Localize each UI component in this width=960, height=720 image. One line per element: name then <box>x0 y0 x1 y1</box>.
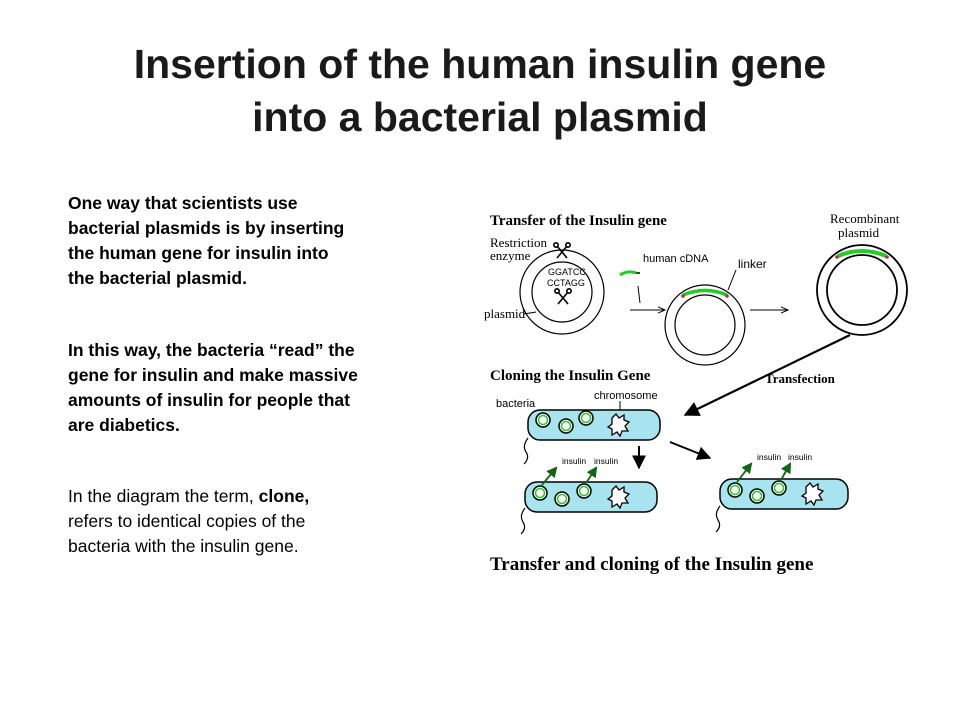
sequence-top: GGATCC <box>548 267 586 277</box>
bacterium-clone-right <box>715 462 849 533</box>
cdna-fragment <box>619 270 637 277</box>
paragraph-plasmid-use: One way that scientists use bacterial pl… <box>68 191 344 291</box>
section-title-transfer: Transfer of the Insulin gene <box>490 213 667 229</box>
recombinant-label: Recombinant <box>830 211 900 226</box>
sequence-bottom: CCTAGG <box>547 278 585 288</box>
para3-line: In the diagram the term, clone, <box>68 484 309 509</box>
diagram-svg: Transfer of the Insulin gene Restriction… <box>484 211 908 575</box>
insulin-label: insulin <box>788 452 812 462</box>
para1-line: bacterial plasmids is by inserting <box>68 218 345 238</box>
linker-pointer <box>727 269 737 291</box>
insulin-output-arrow <box>736 462 753 483</box>
insulin-output-arrow <box>541 466 558 486</box>
title-line-1: Insertion of the human insulin gene <box>133 41 827 87</box>
section-title-cloning: Cloning the Insulin Gene <box>490 368 651 384</box>
linker-label: linker <box>738 257 767 271</box>
paragraph-bacteria-read: In this way, the bacteria “read” the gen… <box>68 338 358 438</box>
recombinant-label-2: plasmid <box>838 225 880 240</box>
recombinant-plasmid <box>816 244 908 336</box>
cdna-pointer <box>637 285 641 304</box>
para1-line: the human gene for insulin into <box>68 243 329 263</box>
para1-line: One way that scientists use <box>68 193 298 213</box>
para2-line: amounts of insulin for people that <box>68 390 350 410</box>
keyword-clone: clone, <box>258 486 310 506</box>
transfection-label: Transfection <box>765 371 836 386</box>
slide-title: Insertion of the human insulin gene into… <box>0 38 960 144</box>
scissors-icon <box>553 241 572 259</box>
restriction-enzyme-label-2: enzyme <box>490 248 531 263</box>
chromosome-label: chromosome <box>594 390 658 402</box>
plasmid-cut <box>664 284 746 366</box>
insulin-output-arrow <box>780 462 792 481</box>
insulin-output-arrow <box>585 466 598 484</box>
para2-line: gene for insulin and make massive <box>68 365 358 385</box>
para3-pre: In the diagram the term, <box>68 486 259 506</box>
chromosome-icon <box>606 485 631 510</box>
division-arrow-right <box>669 441 712 460</box>
transfection-arrow <box>683 334 851 416</box>
plasmid-label: plasmid <box>484 306 526 321</box>
plasmid-pointer <box>523 311 537 315</box>
insulin-label: insulin <box>757 452 781 462</box>
bacteria-label: bacteria <box>496 398 536 410</box>
human-cdna-label: human cDNA <box>643 253 709 265</box>
para2-line: In this way, the bacteria “read” the <box>68 340 355 360</box>
restriction-enzyme-label: Restriction <box>490 235 548 250</box>
plasmid-original <box>519 249 605 335</box>
para1-line: the bacterial plasmid. <box>68 268 247 288</box>
title-line-2: into a bacterial plasmid <box>252 94 708 140</box>
chromosome-icon <box>606 413 631 438</box>
bacterium-clone-left <box>520 466 658 535</box>
scissors-icon <box>554 288 573 305</box>
insulin-label: insulin <box>594 456 618 466</box>
para3-line: refers to identical copies of the <box>68 511 306 531</box>
chromosome-icon <box>800 482 825 507</box>
diagram-caption: Transfer and cloning of the Insulin gene <box>490 554 813 575</box>
insulin-cloning-diagram: Transfer of the Insulin gene Restriction… <box>470 200 920 585</box>
para3-line: bacteria with the insulin gene. <box>68 536 299 556</box>
paragraph-clone-definition: In the diagram the term, clone, refers t… <box>68 484 309 559</box>
bacterium-parent <box>523 409 661 465</box>
insulin-label: insulin <box>562 456 586 466</box>
para2-line: are diabetics. <box>68 415 180 435</box>
